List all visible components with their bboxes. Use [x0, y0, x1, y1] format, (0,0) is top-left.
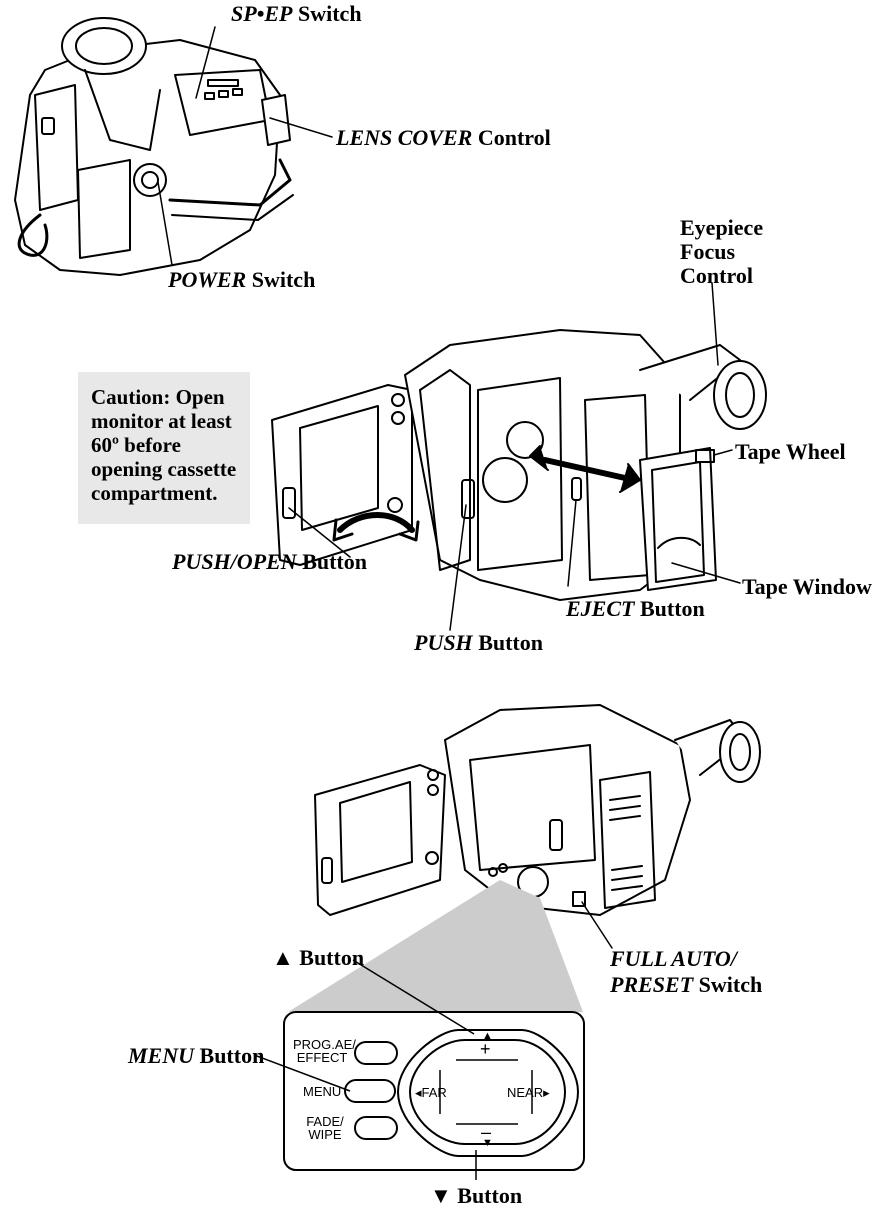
- sp-ep-switch-label: SP•EP Switch: [231, 2, 362, 26]
- zoom-cone: [288, 880, 583, 1012]
- eject-plain: Button: [634, 596, 705, 621]
- eject-italic: EJECT: [566, 596, 635, 621]
- power-italic: POWER: [168, 267, 247, 292]
- minus-label: –: [481, 1122, 492, 1142]
- full-auto-preset-switch-label: FULL AUTO/ PRESET Switch: [610, 946, 762, 998]
- eyepiece-focus-control-label: Eyepiece Focus Control: [680, 215, 764, 288]
- push-open-plain: Button: [296, 549, 367, 574]
- power-plain: Switch: [246, 267, 316, 292]
- menu-button-label: MENU Button: [128, 1044, 264, 1068]
- lens-cover-control-label: LENS COVER Control: [336, 126, 551, 150]
- tape-wheel-label: Tape Wheel: [735, 439, 846, 464]
- push-italic: PUSH: [414, 630, 473, 655]
- menu-italic: MENU: [128, 1043, 195, 1068]
- control-panel-enlargement: [253, 959, 585, 1180]
- tape-window-label: Tape Window: [742, 574, 872, 599]
- full-auto-plain: Switch: [693, 972, 763, 997]
- prog-ae-line1: PROG.AE/: [293, 1037, 356, 1052]
- plus-label: +: [480, 1039, 491, 1059]
- push-open-button-label: PUSH/OPEN Button: [172, 550, 367, 574]
- camcorder-control-view: [314, 704, 761, 916]
- sp-ep-italic: SP•EP: [231, 1, 293, 26]
- fade-line2: WIPE: [308, 1127, 342, 1142]
- up-button-label: ▲ Button: [272, 945, 365, 970]
- push-plain: Button: [472, 630, 543, 655]
- menu-plain: Button: [194, 1043, 265, 1068]
- camcorder-top-view: [14, 17, 294, 276]
- down-button-label: ▼ Button: [430, 1183, 523, 1208]
- panel-menu-label: MENU: [303, 1084, 342, 1099]
- far-label: ◂FAR: [415, 1085, 447, 1100]
- full-auto-italic: FULL AUTO/: [610, 946, 737, 971]
- fade-line1: FADE/: [306, 1114, 344, 1129]
- up-arrow-glyph: ▲: [482, 1030, 493, 1042]
- down-arrow-glyph: ▼: [482, 1137, 493, 1149]
- power-switch-label: POWER Switch: [168, 268, 315, 292]
- fade-wipe-label: FADE/ WIPE: [300, 1115, 350, 1141]
- preset-italic: PRESET: [610, 972, 694, 997]
- near-label: NEAR▸: [507, 1085, 550, 1100]
- eject-button-label: EJECT Button: [566, 597, 705, 621]
- prog-ae-effect-label: PROG.AE/ EFFECT: [293, 1037, 356, 1065]
- caution-note: Caution: Open monitor at least 60º befor…: [78, 372, 250, 524]
- prog-ae-line2: EFFECT: [296, 1050, 348, 1065]
- lens-cover-plain: Control: [472, 125, 551, 150]
- push-button-label: PUSH Button: [414, 631, 543, 655]
- sp-ep-plain: Switch: [292, 1, 362, 26]
- lens-cover-italic: LENS COVER: [336, 125, 473, 150]
- camcorder-side-view: [271, 329, 767, 601]
- push-open-italic: PUSH/OPEN: [172, 549, 297, 574]
